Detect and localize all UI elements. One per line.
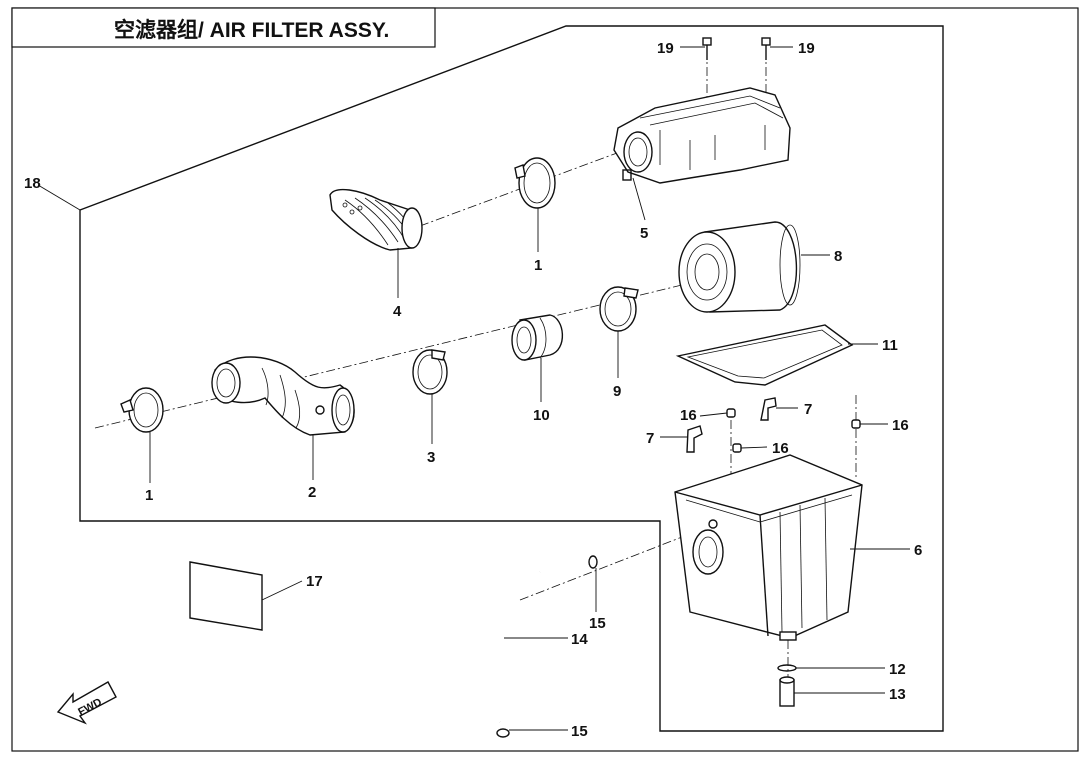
fwd-arrow-icon: FWD <box>56 681 117 725</box>
label-sheet-icon <box>189 561 263 631</box>
callout-2: 2 <box>308 484 316 501</box>
hose-clamp-icon <box>514 157 556 209</box>
centerline-drain <box>519 529 701 601</box>
clip-icon <box>496 555 598 738</box>
grommet-icon <box>726 408 861 453</box>
hose-clamp-icon <box>120 387 164 433</box>
hose-clamp-icon <box>599 286 639 332</box>
plug-icon <box>779 676 795 707</box>
page-border <box>11 7 1079 752</box>
callout-14: 14 <box>571 631 588 648</box>
callout-5: 5 <box>640 225 648 242</box>
hose-clamp-icon <box>412 349 448 395</box>
callout-1-upper: 1 <box>534 257 542 274</box>
callout-8: 8 <box>834 248 842 265</box>
callout-7-left: 7 <box>646 430 654 447</box>
callout-19-left: 19 <box>657 40 674 57</box>
callout-16-right: 16 <box>892 417 909 434</box>
elbow-fitting-icon <box>686 397 777 453</box>
centerline-lower <box>94 282 691 429</box>
callout-11: 11 <box>882 337 898 354</box>
bolt-icon <box>702 37 771 60</box>
bent-duct-icon <box>211 356 355 436</box>
callout-3: 3 <box>427 449 435 466</box>
title-box <box>11 7 436 48</box>
callout-17: 17 <box>306 573 323 590</box>
callout-6: 6 <box>914 542 922 559</box>
callout-1-lower: 1 <box>145 487 153 504</box>
callout-15-upper: 15 <box>589 615 606 632</box>
callout-15-lower: 15 <box>571 723 588 740</box>
leader-lines <box>37 46 910 731</box>
callout-16-middle: 16 <box>772 440 789 457</box>
sleeve-icon <box>511 314 564 361</box>
hose-icon <box>487 568 541 725</box>
box-cover-icon <box>613 87 791 184</box>
diagram-title: 空滤器组/ AIR FILTER ASSY. <box>114 18 389 42</box>
bellows-icon <box>329 188 423 251</box>
callout-4: 4 <box>393 303 402 320</box>
callout-16-upper: 16 <box>680 407 697 424</box>
callout-10: 10 <box>533 407 550 424</box>
callout-9: 9 <box>613 383 621 400</box>
gasket-icon <box>675 324 854 386</box>
callout-18: 18 <box>24 175 41 192</box>
cylinder-filter-icon <box>678 221 801 313</box>
callout-12: 12 <box>889 661 906 678</box>
box-housing-icon <box>674 454 863 641</box>
callout-19-right: 19 <box>798 40 815 57</box>
o-ring-icon <box>777 664 797 672</box>
callout-13: 13 <box>889 686 906 703</box>
callout-7-right: 7 <box>804 401 812 418</box>
intake-assy-outline <box>79 25 944 732</box>
